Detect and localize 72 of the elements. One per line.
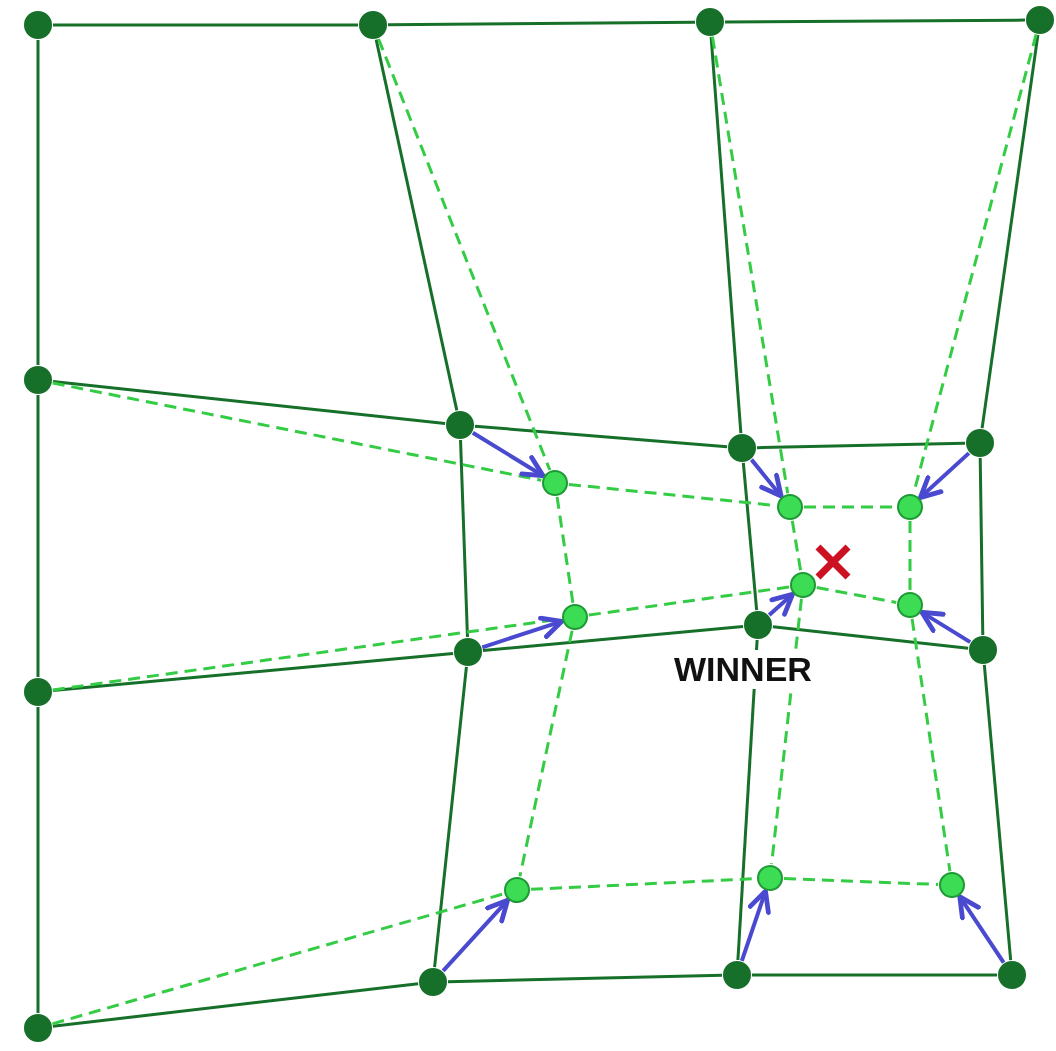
moved-grid-node xyxy=(562,604,588,630)
dashed-grid-line xyxy=(588,585,790,617)
dashed-grid-line xyxy=(816,586,897,604)
dashed-grid-line xyxy=(710,36,790,494)
dashed-grid-line xyxy=(52,892,504,1026)
grid-line xyxy=(52,651,454,693)
dashed-grid-line xyxy=(52,381,542,482)
grid-node xyxy=(723,961,751,989)
moved-grid-node xyxy=(504,877,530,903)
dashed-grid-line xyxy=(910,618,952,872)
movement-arrow xyxy=(957,894,1006,964)
movement-arrow xyxy=(749,458,784,499)
grid-node xyxy=(1026,6,1054,34)
grid-line xyxy=(474,424,728,449)
grid-node xyxy=(744,611,772,639)
dashed-grid-line xyxy=(377,38,552,471)
grid-line xyxy=(447,973,723,984)
dashed-grid-line xyxy=(783,877,939,886)
grid-line xyxy=(980,34,1040,429)
grid-line xyxy=(482,624,744,653)
grid-node xyxy=(24,1014,52,1042)
grid-line xyxy=(709,36,743,434)
grid-node xyxy=(24,11,52,39)
grid-line xyxy=(982,664,1013,961)
dashed-grid-line xyxy=(518,630,574,877)
grid-line xyxy=(36,395,40,677)
grid-line xyxy=(741,462,759,611)
movement-arrow xyxy=(767,591,795,617)
grid-node xyxy=(24,678,52,706)
moved-grid-node xyxy=(897,592,923,618)
grid-line xyxy=(772,625,969,650)
grid-node xyxy=(969,636,997,664)
dashed-grid-line xyxy=(770,598,803,865)
grid-line xyxy=(36,707,40,1013)
movement-arrow xyxy=(919,609,972,644)
grid-line xyxy=(433,666,468,968)
moved-grid-node xyxy=(777,494,803,520)
grid-line xyxy=(736,639,759,961)
grid-line xyxy=(459,439,469,638)
grid-node xyxy=(728,434,756,462)
moved-grid-node xyxy=(757,865,783,891)
grid-line xyxy=(374,39,459,411)
grid-node xyxy=(966,429,994,457)
grid-node xyxy=(359,11,387,39)
moved-grid-node xyxy=(897,494,923,520)
dashed-grid-line xyxy=(908,521,912,591)
grid-line xyxy=(752,973,997,977)
movement-arrow xyxy=(441,897,510,973)
movement-arrow xyxy=(471,431,546,479)
dashed-grid-line xyxy=(790,520,803,572)
movement-arrow xyxy=(481,615,565,650)
moved-grid-node xyxy=(790,572,816,598)
moved-grid-node xyxy=(542,470,568,496)
grid-node xyxy=(454,638,482,666)
grid-line xyxy=(978,457,985,636)
dashed-grid-line xyxy=(555,496,575,604)
grid-node xyxy=(446,411,474,439)
grid-line xyxy=(52,380,446,425)
grid-node xyxy=(696,8,724,36)
grid-line xyxy=(725,18,1025,24)
winner-label: WINNER xyxy=(672,650,814,689)
grid-node xyxy=(24,366,52,394)
movement-arrow xyxy=(739,888,771,962)
grid-line xyxy=(53,23,358,27)
grid-line xyxy=(388,20,695,27)
grid-line xyxy=(52,982,419,1028)
moved-grid-node xyxy=(939,872,965,898)
movement-arrow xyxy=(917,451,971,500)
grid-node xyxy=(998,961,1026,989)
grid-line xyxy=(756,441,966,450)
grid-line xyxy=(36,40,40,365)
grid-node xyxy=(419,968,447,996)
